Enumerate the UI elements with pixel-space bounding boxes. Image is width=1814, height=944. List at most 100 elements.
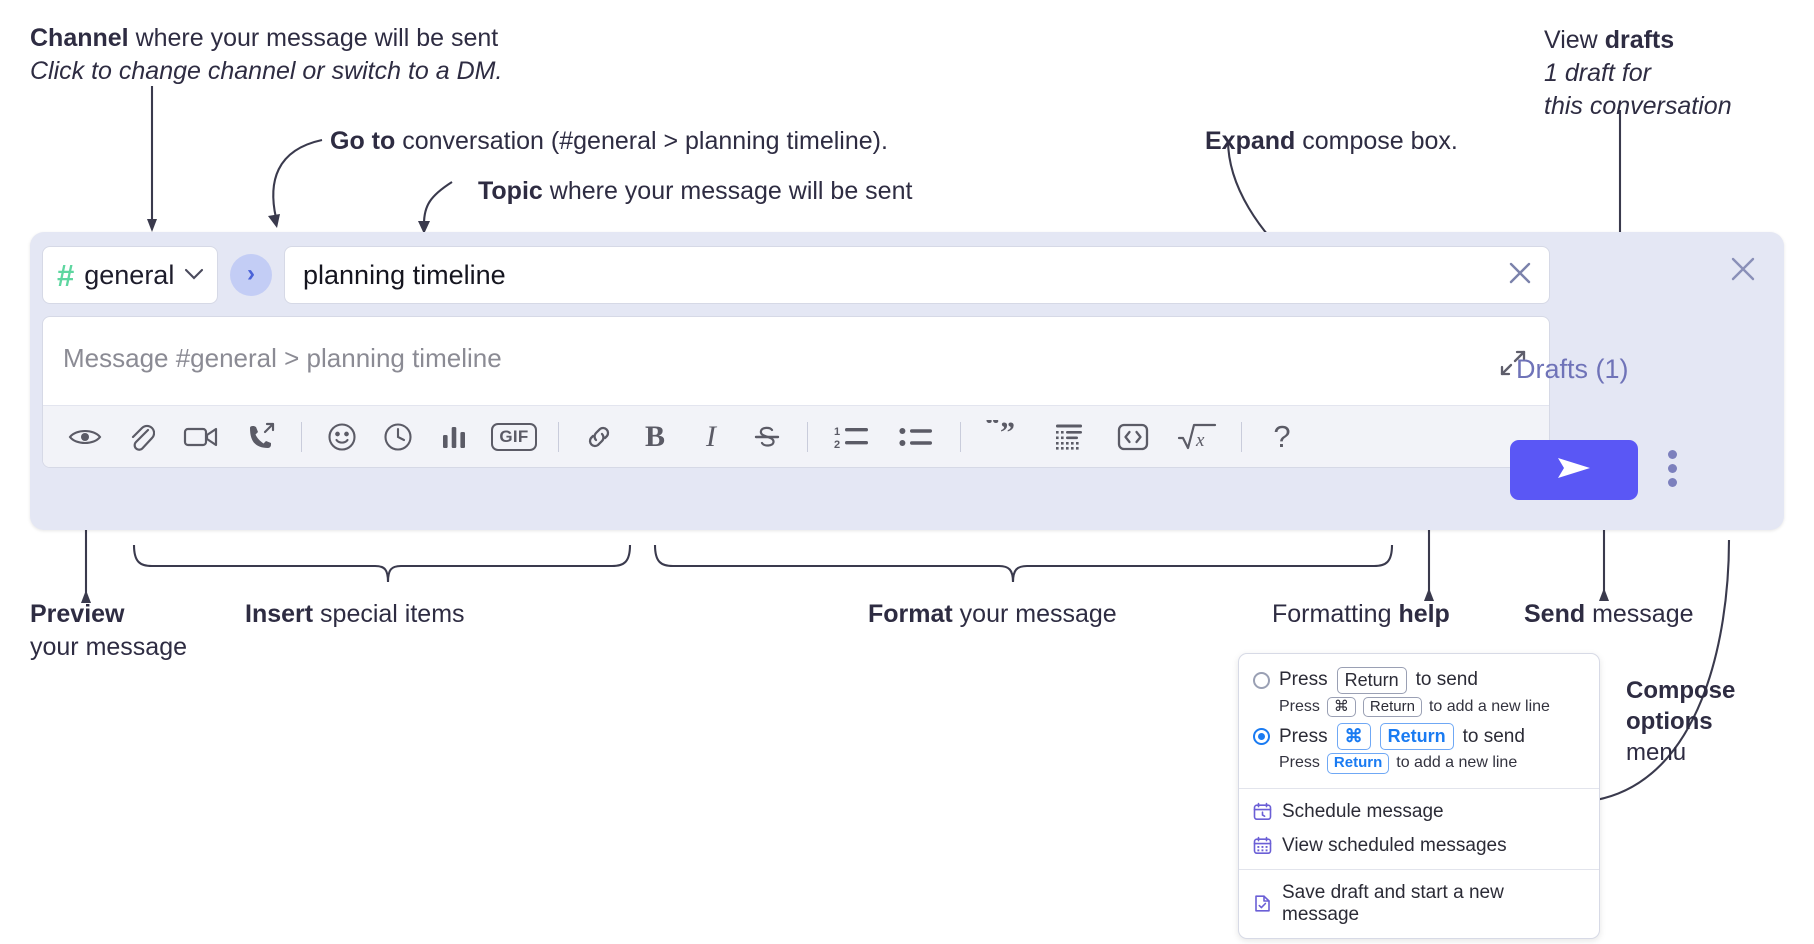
annotation-insert-rest: special items <box>313 600 465 628</box>
compose-header-row: # general › planning timeline <box>42 244 1550 306</box>
annotation-expand-bold: Expand <box>1205 127 1296 155</box>
ordered-list-button[interactable]: 1 2 <box>826 415 878 459</box>
compose-main: # general › planning timeline <box>42 244 1550 468</box>
option-2-pre: Press <box>1279 725 1328 747</box>
divider-1 <box>301 421 302 452</box>
annotation-goto-bold: Go to <box>330 127 396 155</box>
inline-code-button[interactable] <box>1107 415 1159 459</box>
schedule-section: Schedule message View scheduled messages <box>1239 789 1599 869</box>
annotation-send-bold: Send <box>1524 600 1586 628</box>
compose-side-panel: Drafts (1) <box>1490 232 1784 530</box>
divider-4 <box>960 421 961 452</box>
annotation-format: Format your message <box>868 598 1117 631</box>
annotation-drafts-pre: View <box>1544 26 1605 54</box>
annotation-expand-rest: compose box. <box>1295 127 1458 155</box>
annotation-drafts-sub1: 1 draft for <box>1544 59 1651 87</box>
send-option-return[interactable]: Press Return to send <box>1253 667 1585 694</box>
annotation-preview: Preview your message <box>30 598 187 664</box>
more-options-icon <box>1668 450 1677 459</box>
key-command: ⌘ <box>1326 696 1356 718</box>
radio-button[interactable] <box>1253 671 1270 689</box>
hash-icon: # <box>57 257 75 293</box>
send-option-cmd-return[interactable]: Press ⌘ Return to send <box>1253 723 1585 750</box>
annotation-help: Formatting help <box>1272 598 1450 631</box>
topic-input[interactable]: planning timeline <box>284 246 1550 304</box>
bold-button[interactable]: B <box>633 415 677 459</box>
annotation-compose-options: Compose options menu <box>1626 675 1735 769</box>
send-shortcut-options: Press Return to send Press ⌘ Return to a… <box>1239 654 1599 788</box>
message-input[interactable]: Message #general > planning timeline <box>43 317 1549 405</box>
annotation-expand: Expand compose box. <box>1205 125 1458 158</box>
annotation-help-bold: help <box>1398 600 1450 628</box>
channel-selector[interactable]: # general <box>42 246 218 304</box>
option-1-hint-pre: Press <box>1279 697 1320 715</box>
bold-label: B <box>644 419 665 453</box>
menu-item-schedule-message[interactable]: Schedule message <box>1239 795 1599 829</box>
option-2-post: to send <box>1462 725 1525 747</box>
annotation-insert: Insert special items <box>245 598 465 631</box>
option-1-post: to send <box>1415 669 1478 691</box>
code-block-button[interactable] <box>1043 415 1095 459</box>
message-placeholder: Message #general > planning timeline <box>63 343 502 373</box>
bulleted-list-button[interactable] <box>890 415 942 459</box>
key-return: Return <box>1336 667 1407 694</box>
italic-label: I <box>706 419 716 453</box>
annotation-channel-sub: Click to change channel or switch to a D… <box>30 57 503 85</box>
blockquote-button[interactable]: “ ” <box>979 408 1031 459</box>
annotation-drafts: View drafts 1 draft for this conversatio… <box>1544 24 1732 123</box>
channel-name: general <box>84 259 175 290</box>
key-return: Return <box>1326 752 1390 774</box>
message-box: Message #general > planning timeline <box>42 316 1550 468</box>
annotation-drafts-sub2: this conversation <box>1544 92 1732 120</box>
video-button[interactable] <box>175 415 227 459</box>
annotation-compose-options-l1: Compose <box>1626 677 1736 704</box>
close-icon[interactable] <box>1505 258 1535 293</box>
link-button[interactable] <box>577 415 621 459</box>
reminder-button[interactable] <box>376 415 420 459</box>
poll-button[interactable] <box>432 415 476 459</box>
draft-section: Save draft and start a new message <box>1239 870 1599 938</box>
compose-options-button[interactable] <box>1668 450 1677 487</box>
math-button[interactable]: x <box>1171 415 1223 459</box>
svg-text:“: “ <box>985 420 1000 441</box>
send-icon <box>1552 452 1596 489</box>
svg-text:x: x <box>1195 430 1205 451</box>
annotation-format-rest: your message <box>952 600 1117 628</box>
menu-item-label: View scheduled messages <box>1282 834 1507 856</box>
drafts-link[interactable]: Drafts (1) <box>1516 354 1629 384</box>
annotation-topic-rest: where your message will be sent <box>542 177 913 205</box>
calendar-grid-icon <box>1253 836 1272 855</box>
audio-button[interactable] <box>239 415 283 459</box>
expand-icon[interactable] <box>1499 349 1527 382</box>
radio-button-selected[interactable] <box>1253 728 1270 745</box>
option-1-pre: Press <box>1279 669 1328 691</box>
annotation-topic: Topic where your message will be sent <box>478 175 912 208</box>
close-icon[interactable] <box>1728 254 1758 289</box>
help-button[interactable]: ? <box>1260 415 1304 459</box>
chevron-down-icon <box>184 265 204 286</box>
attach-button[interactable] <box>119 415 163 459</box>
send-button[interactable] <box>1510 440 1638 500</box>
document-check-icon <box>1253 894 1272 913</box>
key-command: ⌘ <box>1336 723 1371 750</box>
menu-item-view-scheduled-messages[interactable]: View scheduled messages <box>1239 829 1599 863</box>
divider-3 <box>807 421 808 452</box>
chevron-right-icon: › <box>247 260 255 287</box>
annotation-channel-bold: Channel <box>30 24 129 52</box>
annotation-preview-bold: Preview <box>30 600 125 628</box>
annotation-goto-rest: conversation (#general > planning timeli… <box>395 127 888 155</box>
menu-item-save-draft[interactable]: Save draft and start a new message <box>1239 876 1599 932</box>
strikethrough-button[interactable] <box>745 415 789 459</box>
preview-button[interactable] <box>63 415 107 459</box>
emoji-button[interactable] <box>320 415 364 459</box>
svg-text:”: ” <box>1000 420 1015 446</box>
option-2-hint-pre: Press <box>1279 754 1320 772</box>
question-mark-label: ? <box>1273 418 1291 454</box>
italic-button[interactable]: I <box>689 415 733 459</box>
key-return: Return <box>1362 696 1422 718</box>
gif-button[interactable]: GIF <box>488 415 540 459</box>
quote-glyph: “ ” <box>985 408 1025 453</box>
menu-divider <box>1239 787 1599 789</box>
annotation-goto: Go to conversation (#general > planning … <box>330 125 888 158</box>
go-to-conversation-button[interactable]: › <box>230 254 272 296</box>
